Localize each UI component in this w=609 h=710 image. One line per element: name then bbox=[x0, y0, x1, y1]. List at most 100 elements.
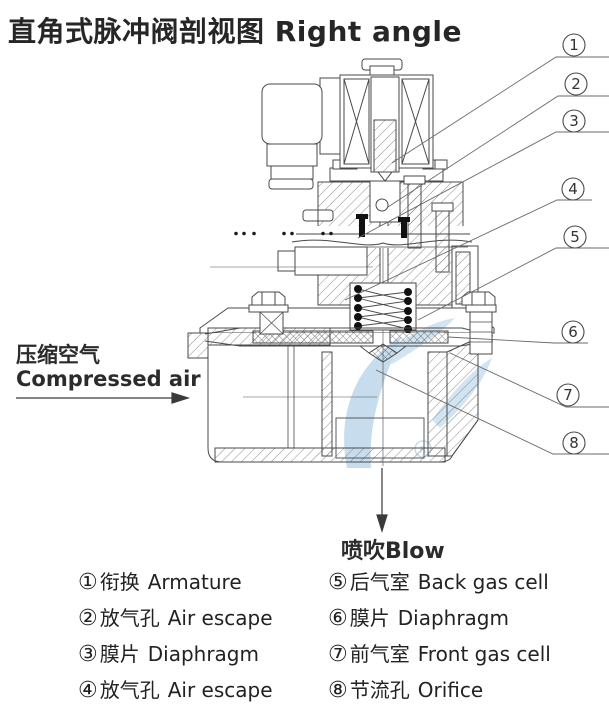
blow-label: 喷吹Blow bbox=[341, 539, 445, 564]
diaphragm-bolts bbox=[356, 214, 410, 238]
pilot-diaphragm-cavity bbox=[288, 226, 472, 248]
front-gas-cell-wall bbox=[446, 337, 479, 457]
legend-zh-6: 膜片 bbox=[349, 606, 390, 630]
pilot-diaphragm-assembly bbox=[234, 214, 473, 248]
connector-step-1 bbox=[266, 143, 318, 167]
leader-1 bbox=[391, 56, 609, 164]
flow-arrows bbox=[16, 392, 388, 534]
callout-circle-4 bbox=[561, 177, 585, 201]
leader-3 bbox=[357, 131, 609, 239]
compressed-air-label-zh: 压缩空气 bbox=[16, 343, 100, 367]
outlet-tube-left-wall bbox=[321, 351, 333, 457]
legend-num-8: ⑧ bbox=[328, 678, 348, 703]
legend-en-4: Air escape bbox=[167, 678, 273, 702]
legend-zh-3: 膜片 bbox=[99, 642, 140, 666]
outlet-tube-right-wall bbox=[427, 351, 448, 457]
callout-circle-7 bbox=[556, 383, 580, 407]
outlet-inner-sleeve bbox=[335, 417, 425, 459]
leader-8 bbox=[375, 369, 609, 455]
right-bolt-body bbox=[469, 311, 493, 355]
long-screw-2-cap bbox=[431, 202, 454, 212]
spring-coil-dots bbox=[354, 285, 412, 333]
diaphragm-edge-dots bbox=[234, 231, 333, 236]
callout-circle-8 bbox=[562, 431, 586, 455]
leader-7 bbox=[449, 352, 609, 408]
callout-number-5: 5 bbox=[570, 228, 580, 246]
legend-num-1: ① bbox=[78, 570, 98, 595]
long-screw-1-cap bbox=[403, 175, 426, 185]
pilot-body bbox=[210, 159, 479, 331]
legend-en-1: Armature bbox=[147, 570, 242, 594]
leader-4 bbox=[344, 199, 592, 301]
legend-zh-7: 前气室 bbox=[349, 642, 410, 666]
pilot-orifice bbox=[375, 198, 389, 212]
callout-circle-5 bbox=[563, 225, 587, 249]
legend-num-3: ③ bbox=[78, 642, 98, 667]
compressed-air-arrowhead bbox=[171, 392, 191, 404]
legend-num-5: ⑤ bbox=[328, 570, 348, 595]
right-bolt-washer bbox=[465, 304, 497, 313]
callout-leader-lines bbox=[344, 56, 609, 455]
pilot-nozzle bbox=[294, 246, 368, 276]
left-flange-edge bbox=[187, 332, 209, 359]
connector-box bbox=[261, 83, 323, 145]
connector-step-3 bbox=[268, 178, 314, 190]
callout-number-4: 4 bbox=[568, 180, 578, 198]
connector-step-2 bbox=[270, 165, 314, 180]
legend-en-8: Orifice bbox=[417, 678, 484, 702]
callout-circle-1 bbox=[562, 33, 586, 57]
legend-zh-2: 放气孔 bbox=[99, 606, 160, 630]
armature-plunger bbox=[373, 119, 397, 173]
leader-6 bbox=[447, 336, 588, 344]
pilot-nozzle-step bbox=[277, 250, 296, 272]
legend-num-2: ② bbox=[78, 606, 98, 631]
valve-seat-center bbox=[368, 343, 398, 363]
legend-en-6: Diaphragm bbox=[397, 606, 509, 630]
callout-number-1: 1 bbox=[569, 36, 579, 54]
legend-en-7: Front gas cell bbox=[417, 642, 551, 666]
legend-en-2: Air escape bbox=[167, 606, 273, 630]
callout-number-2: 2 bbox=[571, 75, 581, 93]
legend-zh-1: 衔换 bbox=[99, 570, 140, 594]
callout-circle-6 bbox=[561, 320, 585, 344]
plunger-tip bbox=[376, 171, 394, 182]
legend-en-5: Back gas cell bbox=[417, 570, 549, 594]
left-bolt-washer bbox=[248, 304, 289, 313]
main-spring bbox=[354, 285, 412, 333]
callout-number-7: 7 bbox=[563, 386, 573, 404]
blow-arrowhead bbox=[376, 514, 388, 534]
legend-num-6: ⑥ bbox=[328, 606, 348, 631]
coil-bracket bbox=[319, 77, 341, 155]
callout-circle-3 bbox=[562, 109, 586, 133]
callout-number-6: 6 bbox=[568, 323, 578, 341]
callout-circle-2 bbox=[564, 72, 588, 96]
left-hex-bolt bbox=[251, 291, 286, 306]
solenoid-assembly bbox=[261, 58, 434, 190]
flange-bolts bbox=[248, 291, 497, 355]
legend-zh-5: 后气室 bbox=[349, 570, 410, 594]
compressed-air-label: 压缩空气 Compressed air bbox=[16, 343, 201, 391]
callout-number-8: 8 bbox=[569, 434, 579, 452]
legend-num-7: ⑦ bbox=[328, 642, 348, 667]
page-title: 直角式脉冲阀剖视图 Right angle bbox=[8, 15, 462, 48]
leader-5 bbox=[417, 247, 609, 321]
callout-number-3: 3 bbox=[569, 112, 579, 130]
legend-num-4: ④ bbox=[78, 678, 98, 703]
diaphragm-right-band bbox=[389, 330, 449, 344]
callout-balloons: 1 2 3 4 5 6 7 8 bbox=[556, 33, 588, 455]
leader-2 bbox=[387, 95, 609, 208]
solenoid-cap-inner bbox=[369, 65, 395, 76]
legend-zh-4: 放气孔 bbox=[99, 678, 160, 702]
legend-zh-8: 节流孔 bbox=[349, 678, 410, 702]
